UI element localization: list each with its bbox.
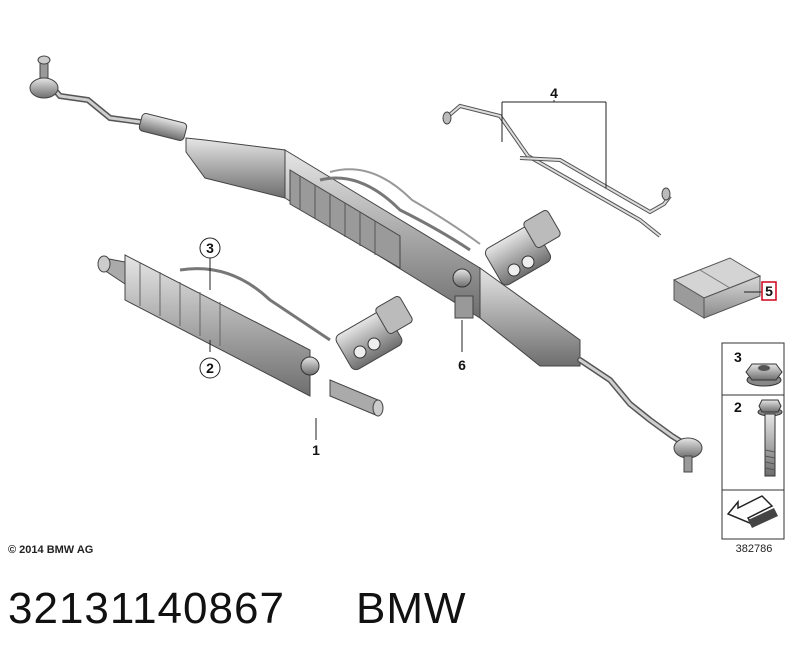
- flange-bolt-icon: [757, 399, 783, 477]
- copyright-notice: © 2014 BMW AG: [8, 544, 93, 556]
- rack-housing: [289, 168, 481, 269]
- leader-lines: [209, 100, 762, 440]
- callout-1: 1: [312, 442, 320, 458]
- svg-text:4: 4: [550, 85, 558, 101]
- legend-nut-number: 3: [734, 349, 742, 365]
- arrow-pointer-icon: [726, 495, 778, 528]
- hydraulic-lines: [442, 103, 672, 238]
- callout-5: 5: [761, 281, 777, 301]
- valve-body-main: [452, 209, 561, 319]
- hardware-legend: 3 2: [721, 342, 785, 540]
- callout-4: 4: [550, 85, 558, 101]
- diagram-id: 382786: [736, 543, 773, 555]
- steering-rack-main: [29, 55, 703, 473]
- tie-rod-left: [29, 55, 188, 141]
- brand-name: BMW: [356, 584, 467, 633]
- flange-nut-icon: [745, 363, 783, 387]
- svg-text:6: 6: [458, 357, 466, 373]
- svg-text:1: 1: [312, 442, 320, 458]
- svg-text:5: 5: [765, 283, 773, 299]
- steering-rack-secondary: [97, 254, 413, 417]
- svg-text:2: 2: [206, 360, 214, 376]
- svg-text:3: 3: [206, 240, 214, 256]
- tie-rod-right: [577, 357, 703, 473]
- boot-right: [479, 267, 581, 367]
- boot-left: [185, 137, 286, 199]
- part-number: 32131140867: [8, 584, 285, 633]
- legend-bolt-number: 2: [734, 399, 742, 415]
- callout-6: 6: [458, 357, 466, 373]
- repair-kit-box: [672, 257, 762, 319]
- callout-3: 3: [199, 237, 221, 259]
- callout-2: 2: [199, 357, 221, 379]
